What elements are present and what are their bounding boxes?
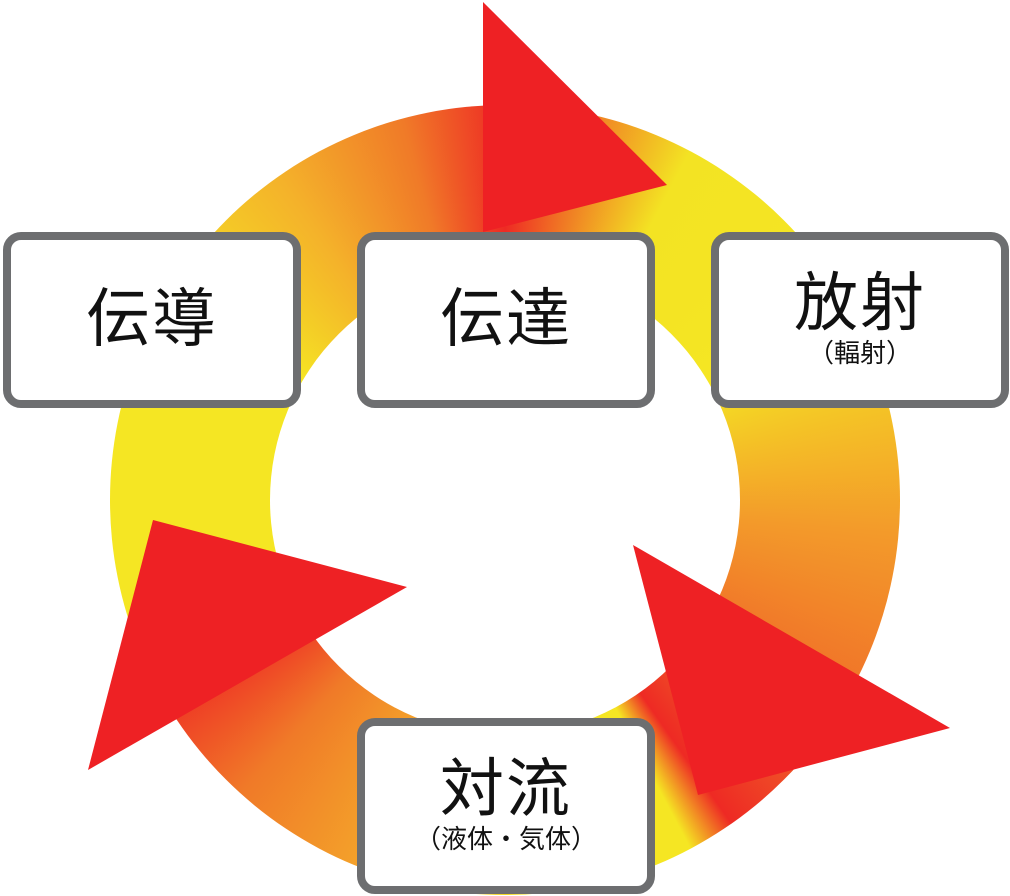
radiation-label: 放射: [794, 266, 926, 341]
right-arrow-icon: [633, 545, 950, 795]
transfer-label: 伝達: [440, 283, 572, 357]
convection-label: 対流: [440, 752, 572, 827]
transfer-box: 伝達: [357, 232, 655, 408]
left-arrow-icon: [88, 520, 407, 770]
convection-sublabel: （液体・気体）: [414, 824, 597, 855]
conduction-box: 伝導: [3, 232, 301, 408]
convection-box: 対流 （液体・気体）: [357, 718, 655, 894]
conduction-label: 伝導: [86, 283, 218, 357]
top-arrow-icon: [483, 2, 667, 232]
radiation-sublabel: （輻射）: [807, 338, 912, 369]
radiation-box: 放射 （輻射）: [711, 232, 1009, 408]
